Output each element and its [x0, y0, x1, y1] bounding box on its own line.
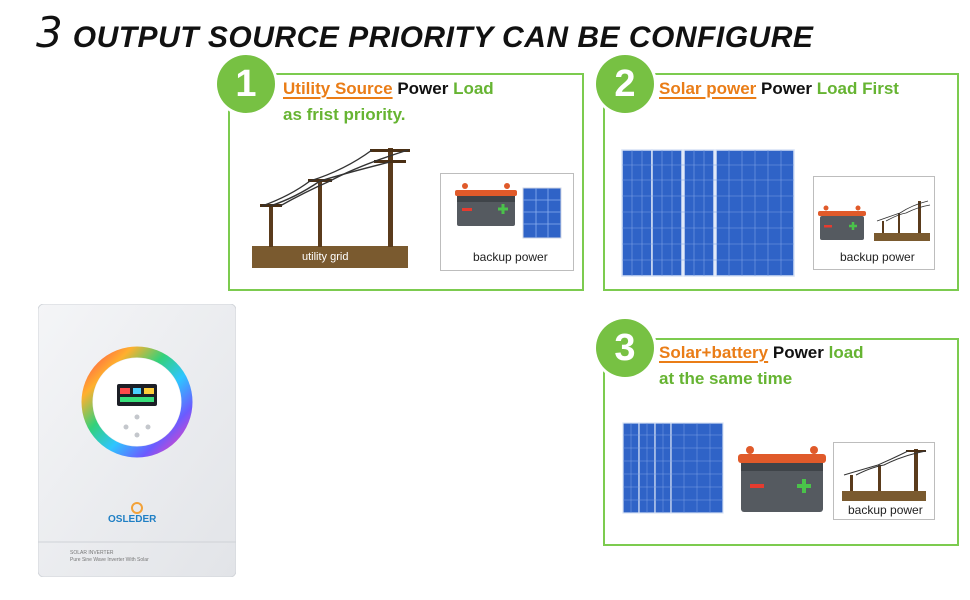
- backup-label-1: backup power: [473, 250, 548, 264]
- heading-green-3: load: [823, 343, 864, 362]
- option-heading-1: Utility Source Power Load: [283, 76, 494, 101]
- backup-label-2: backup power: [840, 250, 915, 264]
- utility-pole-icon: [874, 200, 931, 241]
- heading-green-1: Load: [448, 79, 494, 98]
- backup-box-1: backup power: [440, 173, 574, 271]
- backup-box-3: backup power: [833, 442, 935, 520]
- utility-pole-icon: [842, 449, 927, 501]
- option-heading-2: Solar power Power Load First: [659, 76, 899, 101]
- option-heading-3: Solar+battery Power load: [659, 340, 864, 365]
- page-title: 3 OUTPUT SOURCE PRIORITY CAN BE CONFIGUR…: [36, 8, 813, 58]
- battery-icon: [818, 205, 866, 240]
- heading-green-2: Load First: [812, 79, 899, 98]
- title-text: OUTPUT SOURCE PRIORITY CAN BE CONFIGURE: [72, 21, 814, 54]
- option-badge-2: 2: [596, 55, 654, 113]
- heading-black-2: Power: [756, 79, 813, 98]
- utility-pole-icon: utility grid: [250, 140, 410, 270]
- heading-black-1: Power: [392, 79, 449, 98]
- heading-orange-2: Solar power: [659, 79, 757, 98]
- solar-panel-icon: [621, 149, 796, 277]
- backup-box-2: backup power: [813, 176, 935, 270]
- solar-panel-icon: [622, 422, 724, 514]
- battery-icon: [736, 444, 828, 514]
- heading-orange-1: Utility Source: [283, 79, 393, 98]
- option-badge-1: 1: [217, 55, 275, 113]
- heading-orange-3: Solar+battery: [659, 343, 769, 362]
- backup-label-3: backup power: [848, 503, 923, 517]
- inverter-device: OSLEDER SOLAR INVERTER Pure Sine Wave In…: [37, 303, 237, 578]
- ground-label-1: utility grid: [302, 251, 349, 263]
- heading-black-3: Power: [768, 343, 824, 362]
- option-subheading-1: as frist priority.: [283, 105, 406, 124]
- option-badge-3: 3: [596, 319, 654, 377]
- product-label-line2: Pure Sine Wave Inverter With Solar: [70, 557, 149, 563]
- brand-logo: OSLEDER: [108, 514, 157, 525]
- battery-icon: [455, 183, 562, 239]
- product-label-line1: SOLAR INVERTER: [70, 550, 114, 556]
- option-subheading-3: at the same time: [659, 369, 793, 388]
- title-number: 3: [36, 8, 63, 57]
